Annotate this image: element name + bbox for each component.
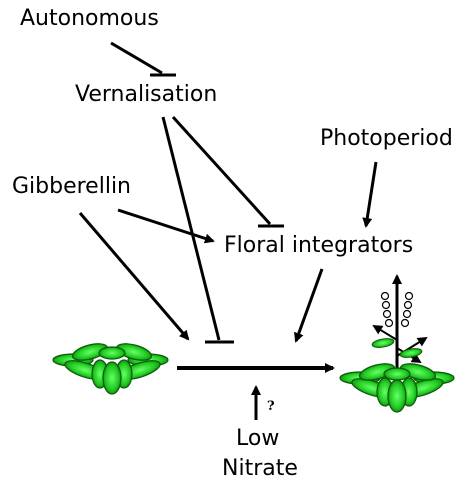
- edge-floral-integrators-activates-flowering: [296, 269, 322, 341]
- node-nitrate: Nitrate: [222, 458, 298, 480]
- node-floral-integrators: Floral integrators: [224, 235, 413, 257]
- node-vernalisation: Vernalisation: [75, 84, 217, 106]
- edge-autonomous-inhibits-vernalisation: [111, 43, 176, 75]
- node-autonomous: Autonomous: [20, 8, 159, 30]
- edge-vernalisation-inhibits-floral-integrators: [173, 117, 284, 226]
- flowering-plant-illustration: [340, 276, 454, 412]
- node-photoperiod: Photoperiod: [320, 128, 453, 150]
- node-low: Low: [236, 428, 279, 450]
- edge-photoperiod-activates-floral-integrators: [366, 162, 376, 226]
- node-gibberellin: Gibberellin: [12, 176, 131, 198]
- uncertain-question-mark: ?: [267, 400, 275, 413]
- edge-gibberellin-activates-floral-integrators: [118, 210, 213, 241]
- edge-gibberellin-activates-flowering: [80, 213, 188, 339]
- vegetative-rosette-illustration: [53, 341, 168, 394]
